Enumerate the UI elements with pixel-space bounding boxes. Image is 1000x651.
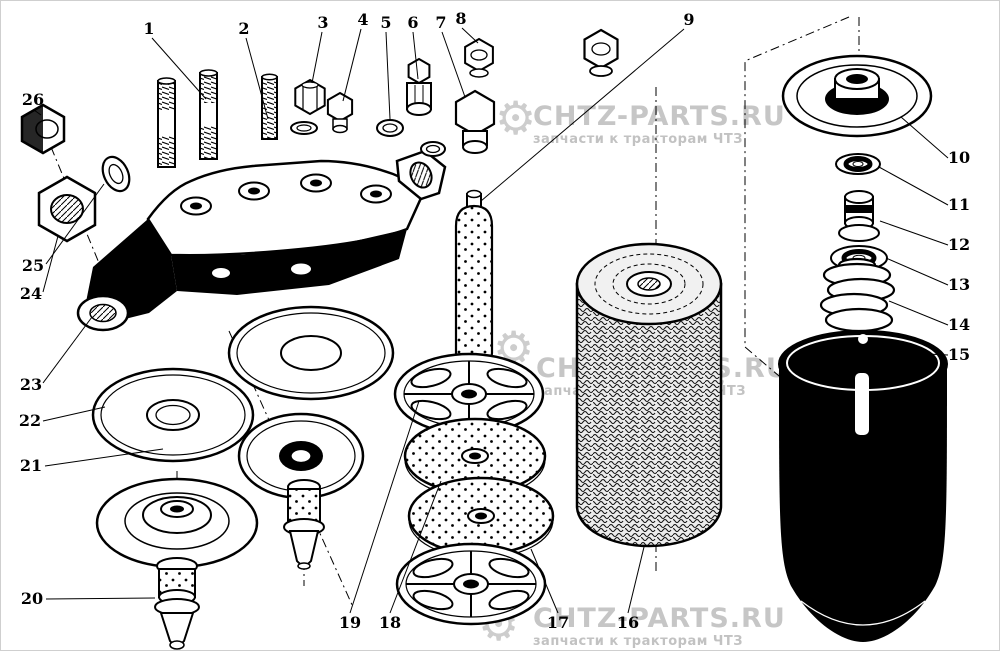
leader-lines: [33, 27, 949, 614]
part-label: 14: [948, 315, 970, 334]
sealing-ring: [376, 119, 404, 137]
hex-plug: [20, 103, 66, 155]
part-label: 21: [20, 456, 42, 475]
domed-disc: [95, 477, 259, 569]
hex-union: [37, 175, 97, 243]
spring-seat-disc: [237, 412, 365, 500]
diaphragm-disc: [91, 367, 255, 463]
part-label: 5: [380, 13, 391, 32]
valve-piston: [838, 190, 880, 242]
part-labels: 1 2 3 4 5 6 7 8 9 10 11 12 13 14 15 16 1…: [19, 9, 970, 632]
washer: [835, 153, 881, 175]
filter-bowl: [778, 330, 948, 642]
spring: [819, 257, 896, 333]
part-label: 26: [22, 90, 44, 109]
stud: [199, 69, 218, 160]
part-label: 12: [948, 235, 970, 254]
hex-bolt: [326, 91, 354, 134]
part-label: 7: [435, 13, 446, 32]
hex-bushing: [454, 89, 496, 154]
part-label: 6: [407, 13, 418, 32]
hex-plug: [583, 28, 619, 77]
part-label: 24: [20, 284, 42, 303]
part-label: 20: [21, 589, 43, 608]
part-label: 17: [547, 613, 569, 632]
part-label: 10: [948, 148, 970, 167]
part-label: 9: [683, 10, 694, 29]
filter-plate-spoked: [393, 352, 545, 436]
hex-plug: [464, 37, 494, 78]
relief-valve: [283, 479, 325, 570]
stud: [157, 77, 176, 168]
sealing-ring: [101, 155, 131, 193]
part-label: 22: [19, 411, 41, 430]
valve-fitting: [406, 57, 432, 116]
part-label: 4: [357, 10, 368, 29]
part-label: 23: [20, 375, 42, 394]
part-label: 15: [948, 345, 970, 364]
part-label: 2: [238, 19, 249, 38]
part-label: 19: [339, 613, 361, 632]
drain-valve: [154, 557, 200, 650]
filter-plate-perforated: [407, 476, 555, 559]
perforated-tube: [454, 189, 494, 372]
part-label: 16: [617, 613, 639, 632]
part-label: 8: [455, 9, 466, 28]
cover-washer: [227, 305, 395, 401]
filter-element: [575, 242, 723, 548]
hex-plug: [290, 78, 326, 135]
part-label: 18: [379, 613, 401, 632]
filter-plate-spoked: [395, 542, 547, 626]
part-label: 13: [948, 275, 970, 294]
part-label: 25: [22, 256, 44, 275]
stud: [261, 73, 278, 140]
sealing-ring: [420, 141, 446, 157]
part-label: 3: [317, 13, 328, 32]
part-label: 11: [948, 195, 970, 214]
part-label: 1: [143, 19, 154, 38]
filter-head: [76, 149, 447, 332]
filter-cover: [781, 54, 933, 138]
